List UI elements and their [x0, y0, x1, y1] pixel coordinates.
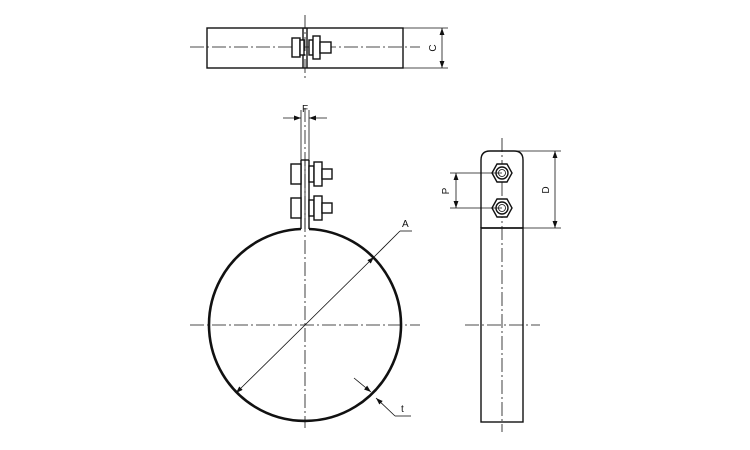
- side-view-tab-outline: [480, 150, 524, 228]
- dimension-t: [353, 377, 411, 417]
- dimension-label-d: D: [541, 186, 552, 193]
- dimension-d: [514, 150, 561, 229]
- dimension-a: [235, 230, 412, 394]
- dimension-c: [403, 27, 448, 69]
- top-view-bolt: [291, 35, 332, 60]
- dimension-f: [283, 110, 327, 160]
- dimension-label-p: P: [441, 187, 452, 194]
- dimension-label-c: C: [428, 44, 439, 51]
- dimension-label-a: A: [402, 219, 409, 230]
- dimension-label-f: F: [302, 104, 308, 115]
- dimension-label-t: t: [401, 404, 404, 415]
- front-view: F A t: [190, 104, 420, 428]
- top-view: C: [190, 15, 448, 80]
- side-view-band-outline: [480, 227, 524, 423]
- dimension-p: [450, 172, 502, 209]
- top-view-band-outline: [206, 27, 404, 69]
- clamp-ring: [207, 227, 403, 423]
- clamp-tabs: [300, 159, 310, 229]
- side-view: P D: [441, 138, 561, 432]
- upper-bolt: [290, 161, 333, 187]
- lower-bolt: [290, 195, 333, 221]
